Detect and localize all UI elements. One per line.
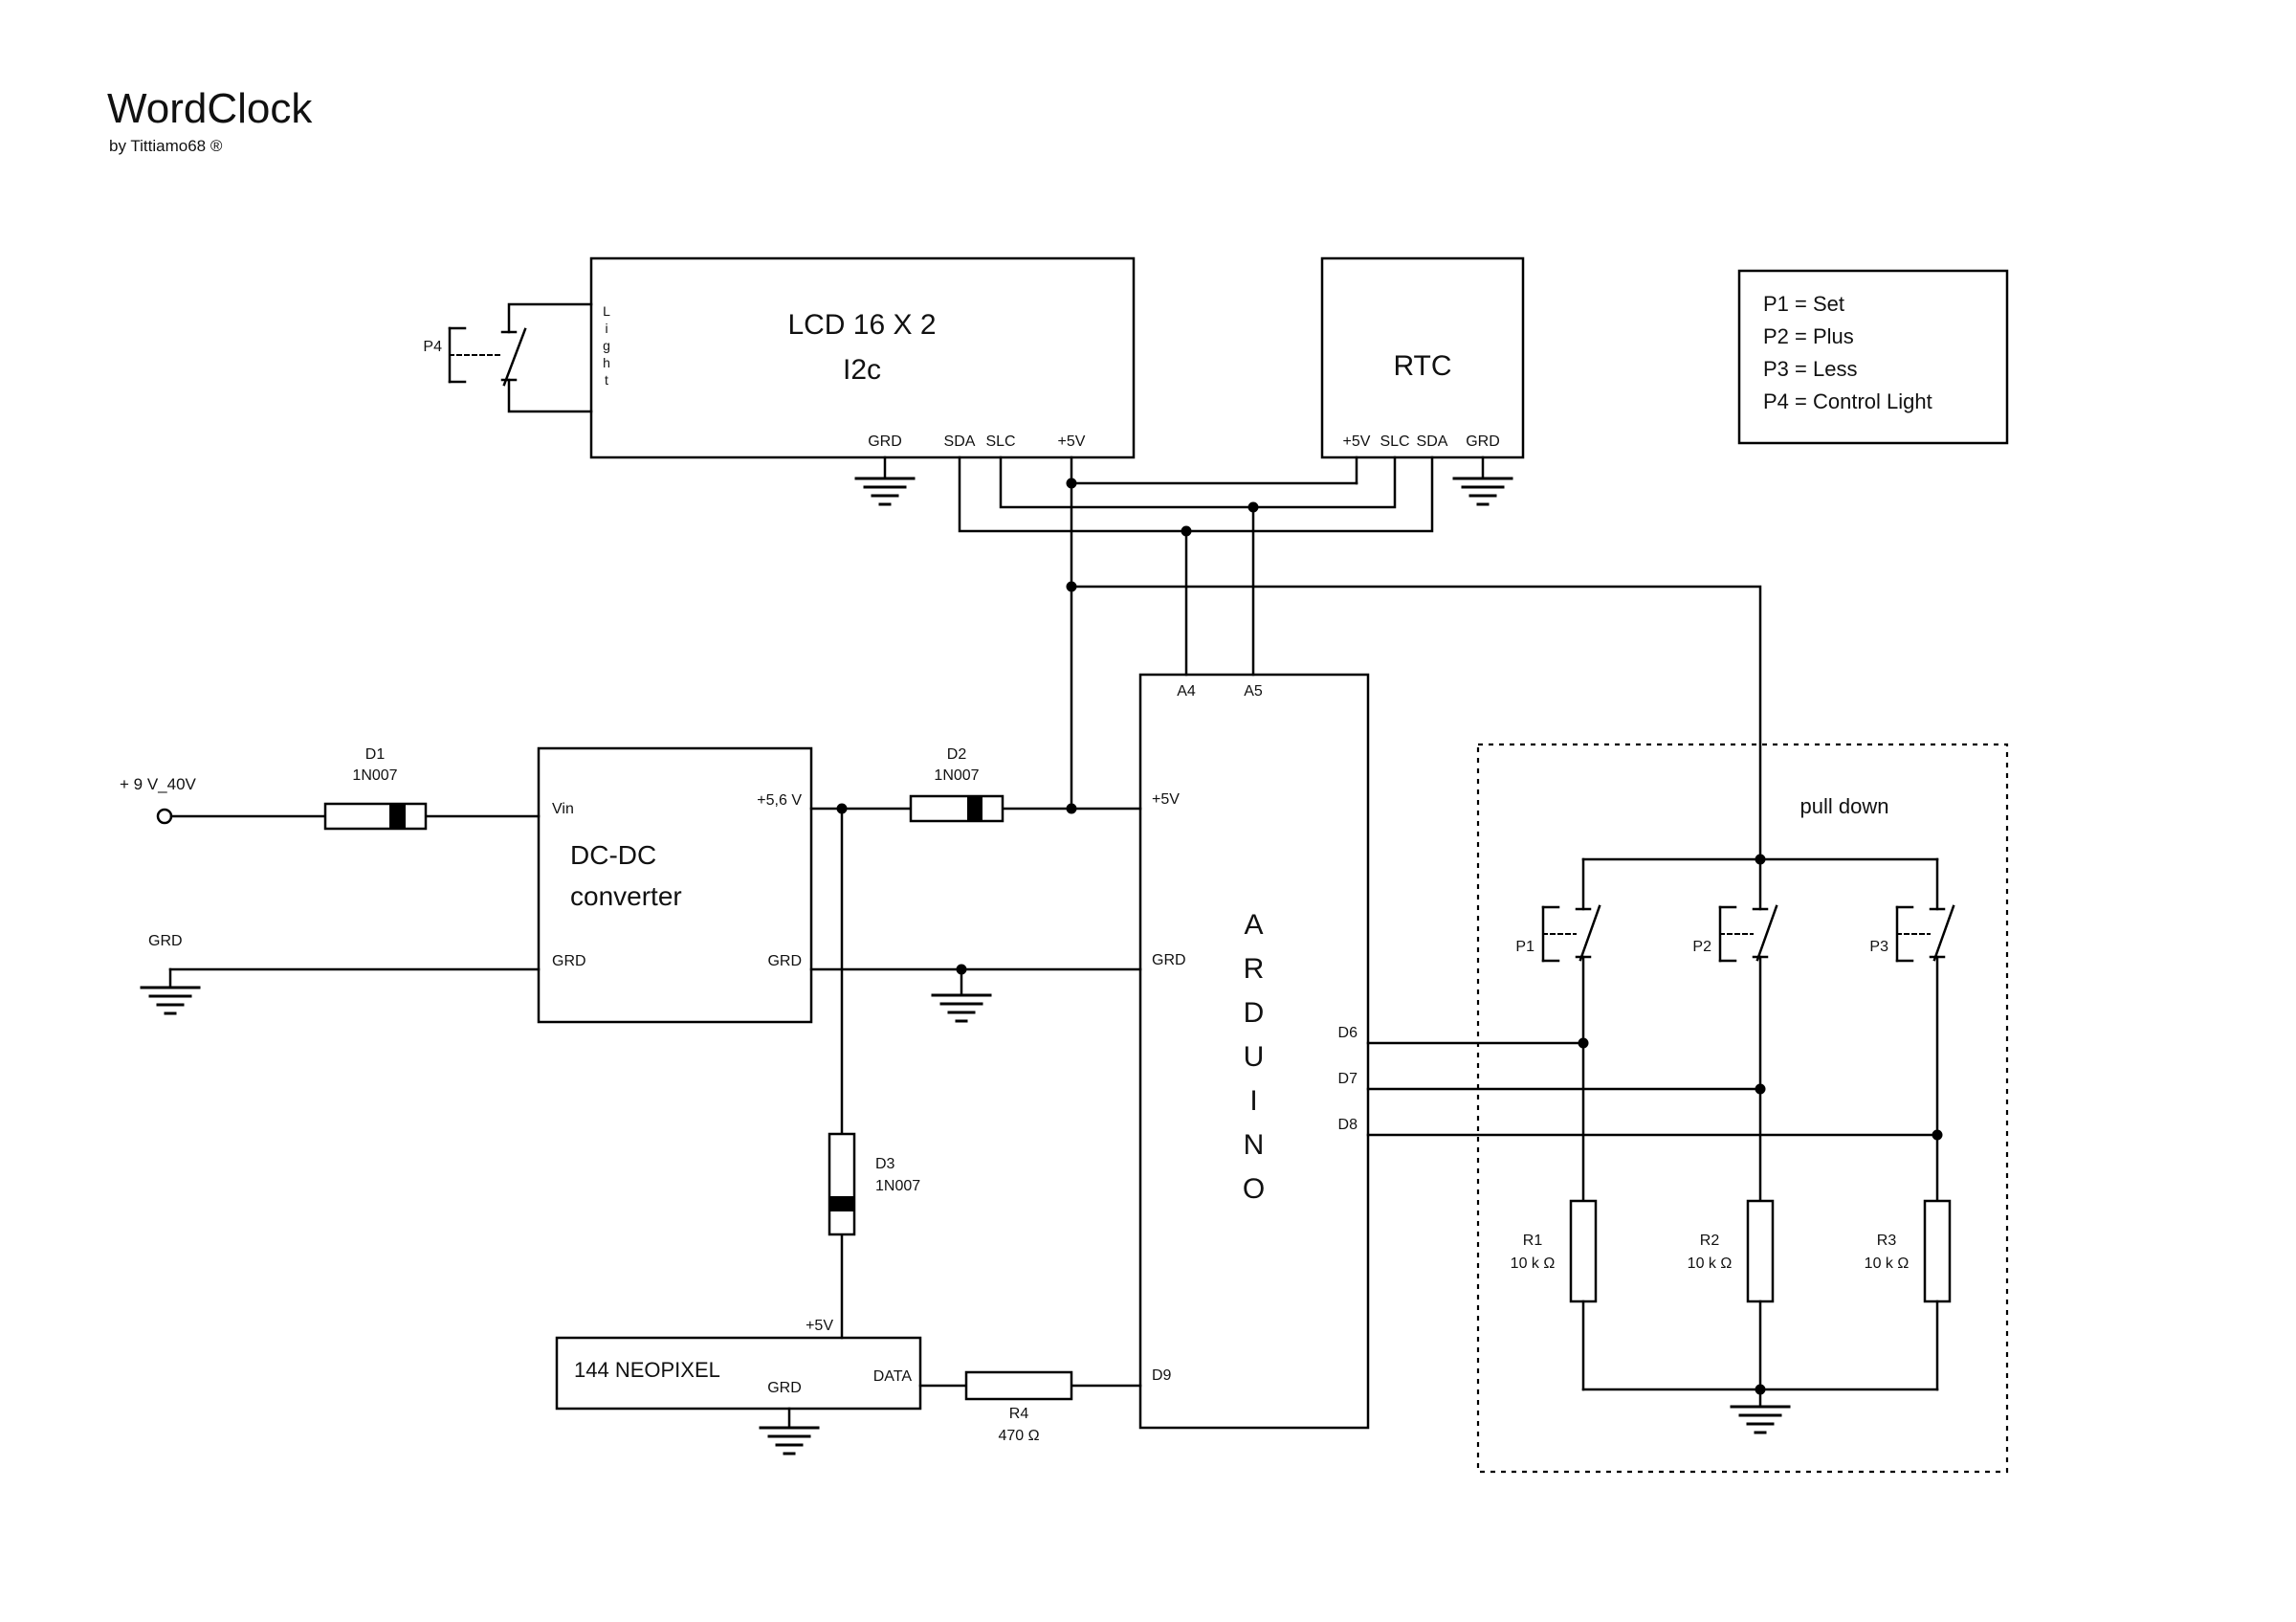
switch-p3-icon: [1895, 904, 1955, 963]
legend-item-p4: P4 = Control Light: [1763, 389, 1932, 413]
neopixel-pin-grd: GRD: [767, 1380, 802, 1396]
lcd-pin-5v: +5V: [1057, 433, 1086, 450]
neopixel-box: [555, 1336, 922, 1411]
r4-value: 470 Ω: [998, 1428, 1040, 1444]
page-title: WordClock: [107, 85, 313, 132]
dcdc-pin-vin: Vin: [552, 801, 574, 817]
legend-item-p2: P2 = Plus: [1763, 324, 1854, 348]
dcdc-pin-grd-in: GRD: [552, 953, 586, 969]
r2-value: 10 k Ω: [1687, 1255, 1733, 1272]
switch-p2-icon: [1718, 904, 1778, 963]
diode-d1-icon: [323, 802, 428, 831]
dcdc-pin-grd-out: GRD: [767, 953, 802, 969]
r3-value: 10 k Ω: [1864, 1255, 1910, 1272]
arduino-title: ARDUINO: [1238, 909, 1269, 1217]
rtc-pin-sda: SDA: [1416, 433, 1448, 450]
r1-value: 10 k Ω: [1510, 1255, 1556, 1272]
pulldown-box: [1476, 743, 2009, 1474]
pulldown-ground-wire: [1581, 1388, 1939, 1434]
rtc-box: [1320, 256, 1525, 459]
r3-name: R3: [1876, 1233, 1897, 1249]
r1-name: R1: [1522, 1233, 1543, 1249]
ground-icon: [140, 986, 201, 1015]
power-input-wire: [156, 808, 541, 825]
lcd-ground-wire: [854, 455, 916, 506]
switch-p3-label: P3: [1869, 939, 1888, 955]
arduino-pin-d7: D7: [1337, 1071, 1358, 1087]
rtc-pin-slc: SLC: [1380, 433, 1410, 450]
legend-item-p1: P1 = Set: [1763, 292, 1845, 316]
rtc-pin-grd: GRD: [1466, 433, 1500, 450]
power-ground-label: GRD: [148, 933, 183, 949]
legend-box: [1737, 269, 2009, 445]
neopixel-ground-wire: [759, 1407, 820, 1455]
ground-icon: [1452, 477, 1513, 506]
arduino-pin-a4: A4: [1177, 683, 1196, 700]
lcd-subtitle: I2c: [842, 354, 882, 386]
dcdc-title-line2: converter: [570, 881, 682, 911]
switch-p2-label: P2: [1692, 939, 1711, 955]
switch-p4-icon: [448, 302, 593, 413]
resistor-r2-icon: [1746, 1199, 1775, 1303]
pulldown-title: pull down: [1799, 794, 1889, 818]
rtc-pin-5v: +5V: [1342, 433, 1371, 450]
arduino-pin-d6: D6: [1337, 1025, 1358, 1041]
dcdc-title-line1: DC-DC: [570, 840, 657, 870]
lcd-pin-grd: GRD: [868, 433, 902, 450]
dcdc-box: [537, 746, 813, 1024]
i2c-bus-wires: [958, 455, 1434, 811]
d1-part: 1N007: [352, 767, 398, 784]
diode-d2-icon: [909, 794, 1004, 823]
pulldown-feed-wire: [1070, 585, 1939, 911]
junction-dots: [836, 478, 1943, 1395]
d3-name: D3: [875, 1156, 895, 1172]
r2-name: R2: [1699, 1233, 1720, 1249]
resistor-r3-icon: [1923, 1199, 1952, 1303]
ground-rail-wire: [809, 967, 1142, 1023]
d2-part: 1N007: [934, 767, 980, 784]
ground-icon: [854, 477, 916, 506]
rtc-title: RTC: [1393, 350, 1452, 382]
r4-name: R4: [1008, 1406, 1029, 1422]
resistor-r4-icon: [964, 1370, 1073, 1401]
arduino-pin-a5: A5: [1244, 683, 1263, 700]
diode-d3-icon: [828, 1132, 856, 1236]
rtc-ground-wire: [1452, 455, 1513, 506]
switch-p1-icon: [1541, 904, 1601, 963]
arduino-pin-5v: +5V: [1152, 791, 1180, 808]
power-input-label: + 9 V_40V: [120, 775, 196, 793]
input-ground-wire: [140, 967, 541, 1015]
lcd-title: LCD 16 X 2: [787, 309, 937, 341]
neopixel-pin-5v: +5V: [806, 1318, 833, 1334]
arduino-pin-grd: GRD: [1152, 952, 1186, 968]
d1-name: D1: [364, 746, 386, 763]
switch-p1-label: P1: [1515, 939, 1534, 955]
lcd-light-pin-label: Light: [599, 303, 614, 389]
dcdc-pin-vout: +5,6 V: [757, 792, 802, 809]
input-terminal-icon: [156, 808, 173, 825]
ground-icon: [931, 993, 992, 1023]
arduino-pin-d9: D9: [1152, 1367, 1172, 1384]
lcd-box: [589, 256, 1136, 459]
arduino-pin-d8: D8: [1337, 1117, 1358, 1133]
legend-item-p3: P3 = Less: [1763, 357, 1858, 381]
page-byline: by Tittiamo68 ®: [109, 137, 223, 155]
ground-icon: [1730, 1405, 1791, 1434]
neopixel-pin-data: DATA: [872, 1368, 912, 1385]
neopixel-title: 144 NEOPIXEL: [574, 1358, 720, 1382]
d3-part: 1N007: [875, 1178, 921, 1194]
lcd-pin-slc: SLC: [985, 433, 1016, 450]
resistor-r1-icon: [1569, 1199, 1598, 1303]
ground-icon: [759, 1426, 820, 1455]
d2-name: D2: [946, 746, 967, 763]
switch-p4-label: P4: [423, 339, 442, 355]
lcd-pin-sda: SDA: [943, 433, 976, 450]
